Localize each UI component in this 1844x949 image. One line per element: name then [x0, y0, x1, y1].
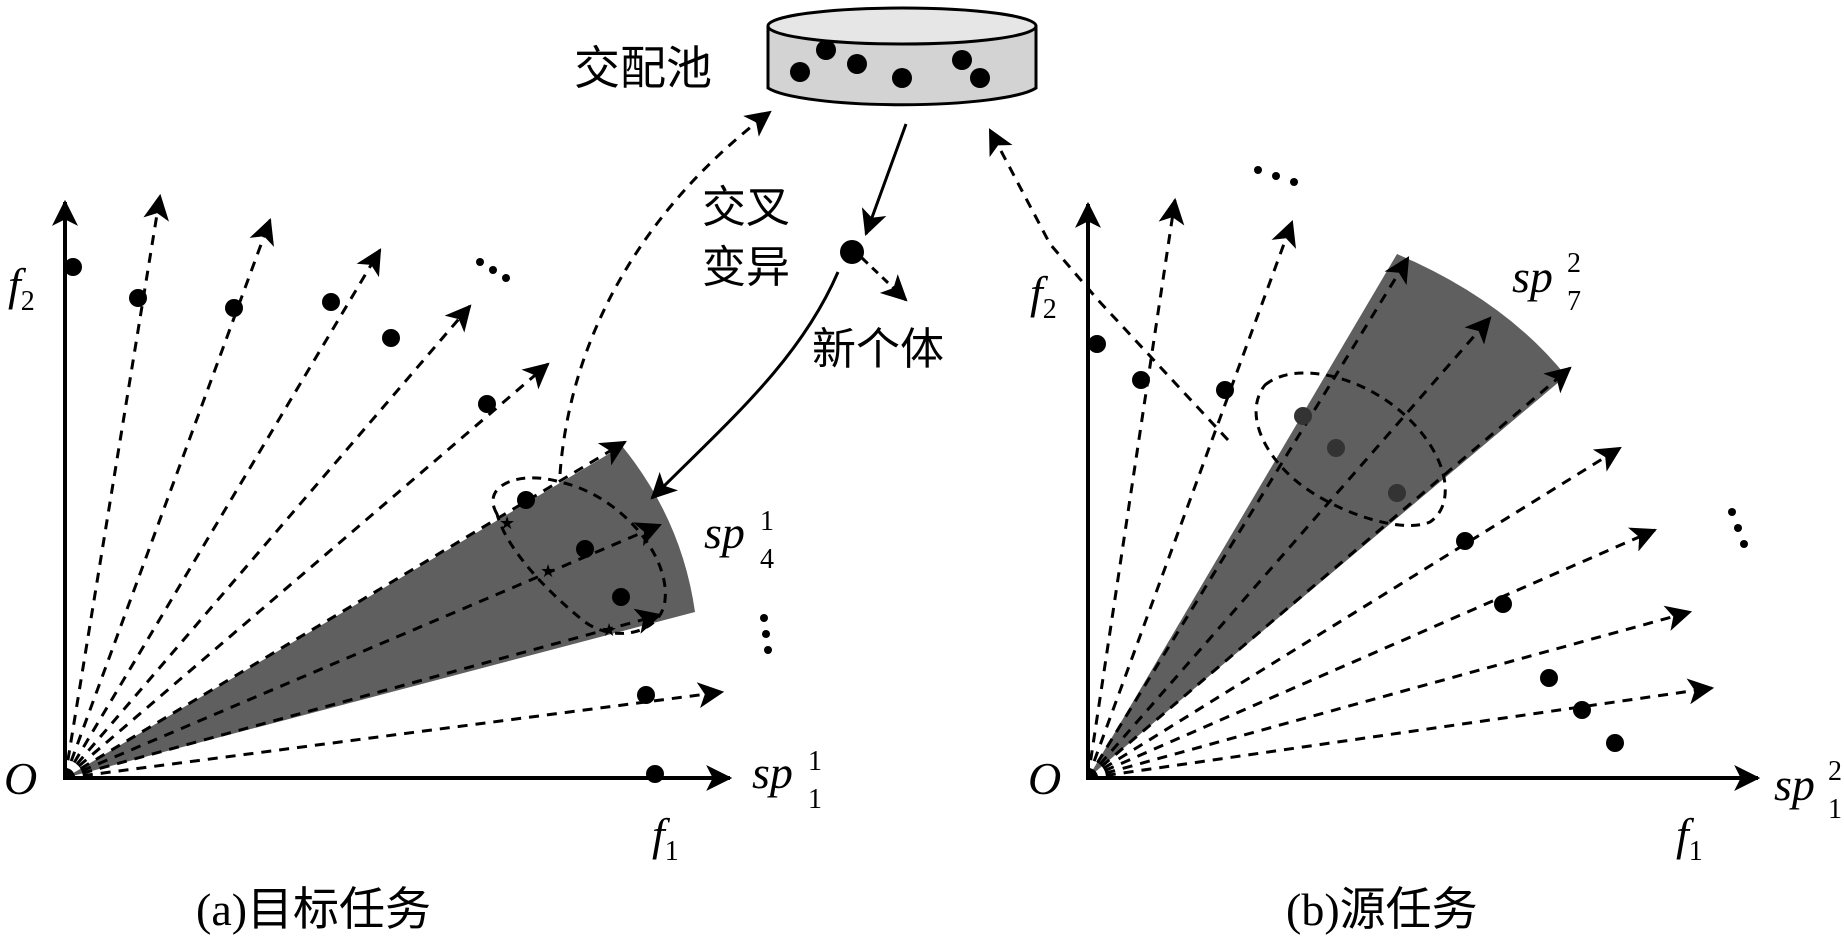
f2-axis-label-b: f2	[1030, 267, 1057, 325]
reference-vector	[1087, 605, 1693, 780]
solution-dot	[1540, 669, 1558, 687]
offspring-stars-a: ★ ★ ★	[499, 513, 617, 640]
pool-to-offspring-arrow	[861, 123, 908, 237]
subproblem-label-sp1-2-sup: 2	[1828, 756, 1842, 787]
panel-source-task: O f2 f1 sp 2 7 sp 2 1 (b)源任务	[1028, 166, 1842, 935]
solution-dot	[1388, 484, 1406, 502]
solution-dot	[1606, 734, 1624, 752]
reference-vector	[63, 193, 169, 779]
mating-pool: 交配池	[574, 6, 1038, 107]
reference-vector	[1087, 446, 1622, 780]
more-vectors-ellipsis-a	[476, 258, 772, 654]
reference-vector	[1087, 366, 1572, 780]
solution-dot	[1088, 335, 1106, 353]
new-individual-label: 新个体	[812, 324, 944, 375]
reference-vector	[1087, 678, 1715, 780]
reference-vector	[64, 362, 550, 780]
flow-arrows	[558, 110, 1230, 500]
subproblem-label-sp4-1-sub: 4	[760, 544, 774, 575]
subproblem-label-sp1-2-sub: 1	[1828, 794, 1842, 825]
solution-dot	[1294, 407, 1312, 425]
caption-target-task: (a)目标任务	[196, 884, 431, 935]
solution-dot	[1216, 381, 1234, 399]
offspring-star: ★	[540, 561, 556, 581]
subproblem-label-sp7-2-sub: 7	[1567, 286, 1581, 317]
offspring-individual	[840, 240, 864, 264]
crossover-label: 交叉	[702, 182, 790, 233]
solution-dot	[64, 258, 82, 276]
reference-vector	[63, 304, 472, 779]
offspring-to-label-arrow	[860, 256, 908, 302]
subproblem-label-sp1-1-sub: 1	[808, 784, 822, 815]
offspring-star: ★	[499, 513, 515, 533]
reference-vector	[1086, 197, 1185, 779]
reference-vector	[63, 248, 382, 779]
solution-dot	[478, 395, 496, 413]
f1-axis-label-a: f1	[652, 809, 679, 867]
reference-vector	[1086, 219, 1296, 779]
solution-dot	[637, 686, 655, 704]
pool-individuals	[790, 40, 990, 88]
solution-dot	[1132, 371, 1150, 389]
f1-axis-label-b: f1	[1676, 809, 1703, 867]
selection-ellipse-a	[491, 476, 667, 635]
origin-label-b: O	[1028, 753, 1061, 804]
reference-vectors-b	[1086, 197, 1715, 780]
caption-source-task: (b)源任务	[1286, 884, 1478, 935]
solution-dot	[322, 293, 340, 311]
reference-vector	[1087, 527, 1657, 780]
reference-vector	[1086, 256, 1410, 779]
solution-dot	[1573, 701, 1591, 719]
solutions-b	[1088, 335, 1624, 752]
solutions-a	[64, 258, 664, 783]
origin-label-a: O	[4, 753, 37, 804]
offspring-to-target-arrow	[650, 271, 840, 500]
offspring-star: ★	[601, 620, 617, 640]
solution-dot	[1456, 532, 1474, 550]
subproblem-sector-a	[65, 446, 695, 778]
subproblem-label-sp4-1: sp	[704, 507, 745, 558]
panel-target-task: ★ ★ ★ O f2 f1 sp 1 4 sp 1 1 (a)目标任务	[4, 193, 822, 935]
reference-vector	[64, 608, 663, 780]
subproblem-label-sp1-2: sp	[1774, 759, 1815, 810]
subproblem-label-sp1-1-sup: 1	[808, 746, 822, 777]
solution-dot	[1494, 595, 1512, 613]
solution-dot	[576, 540, 594, 558]
subproblem-sector-b	[1088, 254, 1566, 778]
subproblem-label-sp1-1: sp	[752, 747, 793, 798]
mating-pool-top	[766, 6, 1038, 46]
subproblem-label-sp7-2: sp	[1512, 251, 1553, 302]
select-arrow-a	[558, 110, 772, 475]
f2-axis-label-a: f2	[8, 259, 35, 317]
subproblem-label-sp7-2-sup: 2	[1567, 248, 1581, 279]
reference-vector	[64, 682, 725, 780]
solution-dot	[382, 329, 400, 347]
reference-vector	[1086, 316, 1492, 779]
selection-ellipse-b	[1254, 371, 1447, 527]
solution-dot	[129, 289, 147, 307]
solution-dot	[225, 299, 243, 317]
solution-dot	[1327, 439, 1345, 457]
more-vectors-ellipsis-b	[1254, 166, 1748, 548]
solution-dot	[517, 491, 535, 509]
select-arrow-b	[988, 128, 1230, 442]
solution-dot	[646, 765, 664, 783]
subproblem-label-sp4-1-sup: 1	[760, 506, 774, 537]
mating-pool-label: 交配池	[574, 41, 712, 95]
solution-dot	[612, 588, 630, 606]
mutation-label: 变异	[702, 242, 790, 293]
